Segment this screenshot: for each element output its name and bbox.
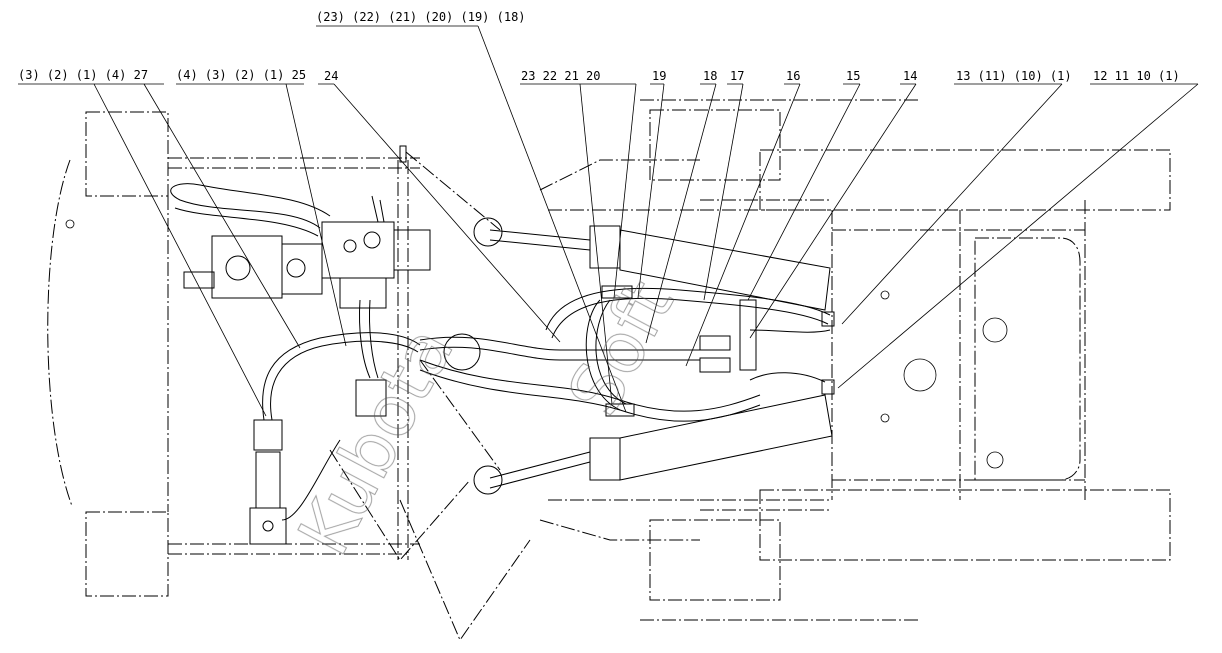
callout-16: 16: [786, 69, 800, 83]
callout-24: 24: [324, 69, 338, 83]
callout-17: 17: [730, 69, 744, 83]
callout-leaders: [18, 25, 1199, 417]
watermark: Kubota Soft: [282, 267, 690, 568]
callout-group-e: 12 11 10 (1): [1093, 69, 1180, 83]
callout-18: 18: [703, 69, 717, 83]
callout-labels: (23) (22) (21) (20) (19) (18) (3) (2) (1…: [18, 10, 1180, 83]
hoses: [170, 183, 835, 521]
callout-top-group: (23) (22) (21) (20) (19) (18): [316, 10, 526, 24]
callout-group-d: 13 (11) (10) (1): [956, 69, 1072, 83]
cylinders: [249, 217, 833, 545]
pump-and-valve-block: [183, 145, 431, 309]
callout-19: 19: [652, 69, 666, 83]
callout-group-c: 23 22 21 20: [521, 69, 600, 83]
chassis-frame: [47, 99, 1171, 642]
callout-14: 14: [903, 69, 917, 83]
callout-group-a: (3) (2) (1) (4) 27: [18, 68, 148, 82]
watermark-right-text: Soft: [553, 268, 690, 428]
watermark-left-text: Kubota: [283, 314, 470, 568]
callout-15: 15: [846, 69, 860, 83]
callout-group-b: (4) (3) (2) (1) 25: [176, 68, 306, 82]
